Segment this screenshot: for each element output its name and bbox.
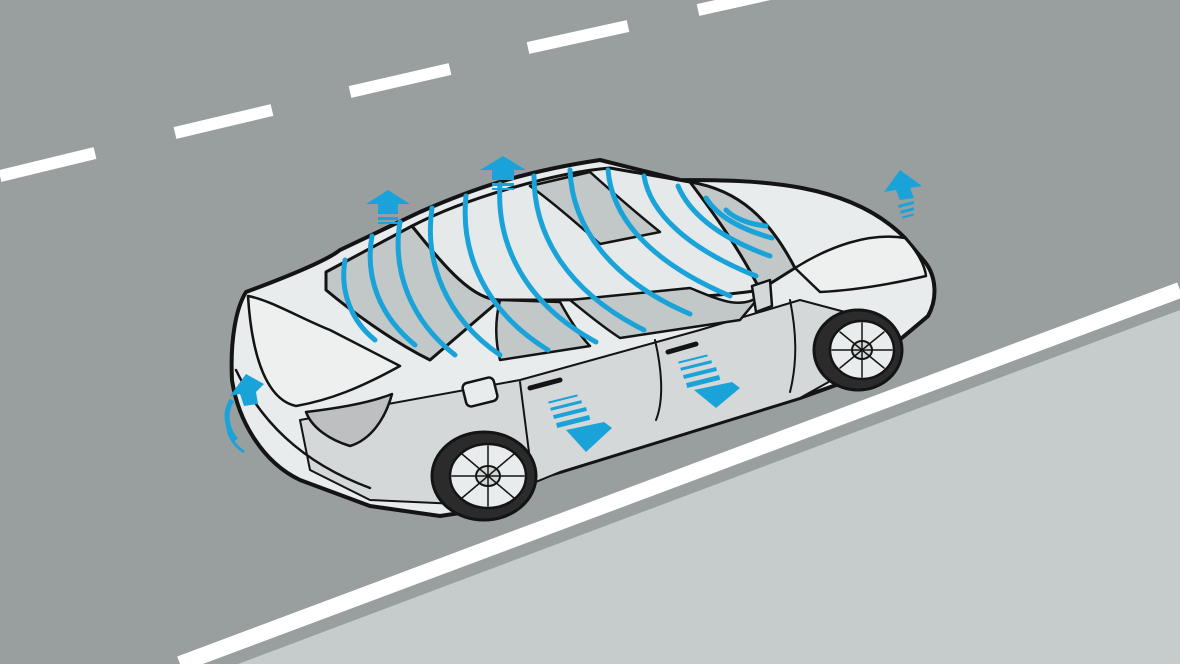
down-arrow-icon (548, 394, 612, 452)
lane-dashes (0, 0, 771, 182)
lane-dash (526, 20, 630, 54)
door-handle-front (665, 341, 699, 355)
sound-wave-arc (531, 173, 647, 333)
lane-dash (696, 0, 771, 16)
down-arrow-icon (678, 354, 740, 408)
curved-arrow-icon (224, 374, 264, 454)
up-arrow-icon (366, 190, 410, 224)
sound-wave-arc (605, 167, 733, 299)
sound-wave-arc (462, 193, 551, 353)
curved-arrow-icon (884, 170, 922, 219)
door-handle-rear (527, 377, 563, 391)
sound-wave-arc (497, 181, 599, 345)
sound-wave-arc (641, 173, 759, 279)
lane-dash (348, 63, 452, 98)
side-mirror (750, 278, 774, 314)
road-shoulder (238, 310, 1180, 664)
front-wheel (812, 308, 904, 392)
sound-wave-arc (567, 167, 693, 317)
sound-wave-arc (341, 257, 378, 343)
sound-wave-icon (341, 167, 775, 358)
sound-wave-arc (395, 219, 458, 358)
sound-wave-arc (723, 207, 769, 229)
tail-light (304, 392, 394, 448)
trunk-lid (246, 294, 402, 408)
rear-wheel (430, 430, 538, 522)
lane-dash (0, 147, 97, 182)
door-seam-mid (654, 339, 663, 421)
fuel-cap (461, 376, 499, 408)
sound-wave-arc (427, 205, 503, 358)
lane-dash (173, 104, 274, 139)
sound-wave-arc (367, 233, 418, 348)
up-arrow-icon (480, 156, 526, 190)
rear-side-window (495, 298, 592, 362)
door-seam-rear (519, 381, 531, 461)
sound-wave-arc (703, 195, 775, 241)
hood (793, 235, 928, 294)
door-seam-front (789, 299, 797, 393)
road-edge-line (177, 282, 1180, 664)
sound-wave-arc (675, 183, 773, 259)
